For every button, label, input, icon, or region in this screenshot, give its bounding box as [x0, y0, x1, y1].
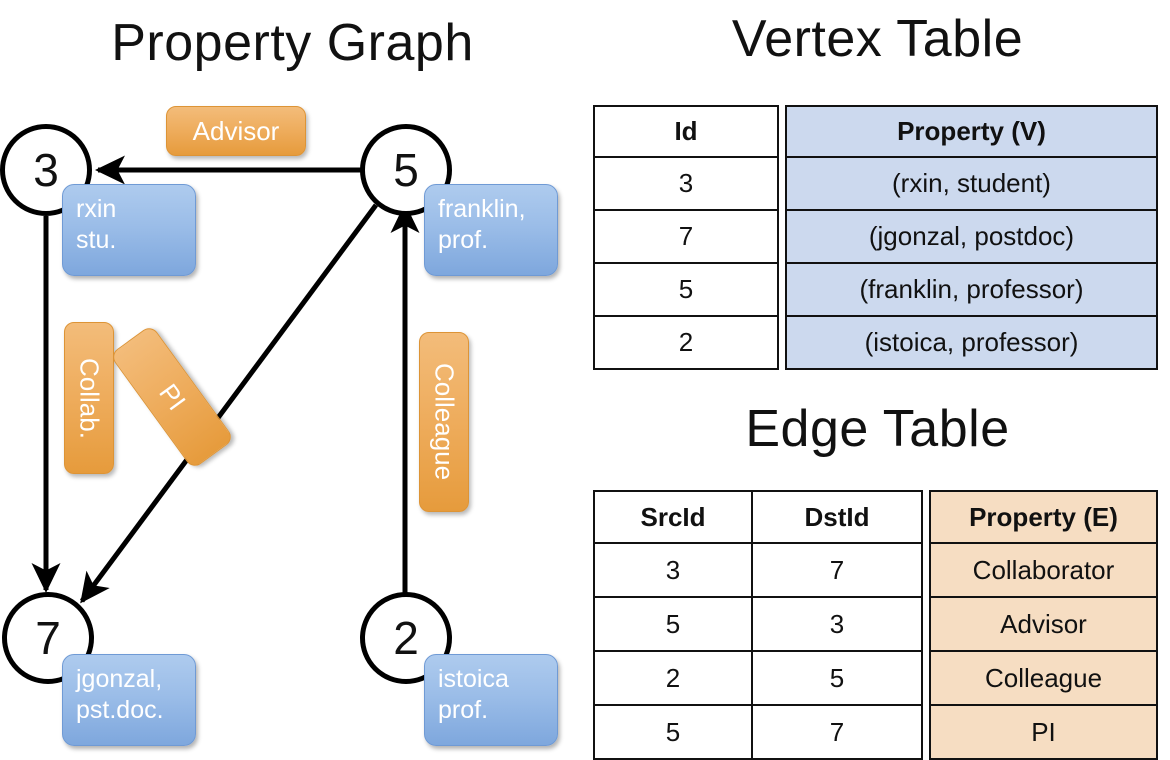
page-title-edge-table: Edge Table	[745, 400, 1010, 458]
edge-table-header-property: Property (E)	[929, 490, 1158, 544]
page-title-vertex-table: Vertex Table	[731, 10, 1024, 68]
table-row: 7	[751, 706, 923, 760]
table-row: PI	[929, 706, 1158, 760]
edge-table-header-dstid: DstId	[751, 490, 923, 544]
table-row: (jgonzal, postdoc)	[785, 211, 1158, 264]
vertex-property-box-jgonzal[interactable]: jgonzal, pst.doc.	[62, 654, 196, 746]
vertex-property-box-istoica[interactable]: istoica prof.	[424, 654, 558, 746]
edge-label-advisor-text: Advisor	[192, 115, 280, 146]
vertex-property-jgonzal-line2: pst.doc.	[76, 696, 164, 724]
graph-edges-svg	[31, 155, 420, 604]
table-row: 3	[751, 598, 923, 652]
table-row: 5	[751, 652, 923, 706]
edge-table-header-srcid: SrcId	[593, 490, 753, 544]
edge-label-collab-text: Collab.	[74, 357, 105, 439]
edge-label-collab[interactable]: Collab.	[64, 322, 114, 474]
table-row: (istoica, professor)	[785, 317, 1158, 370]
vertex-property-box-franklin[interactable]: franklin, prof.	[424, 184, 558, 276]
edge-table-col-property: Property (E) Collaborator Advisor Collea…	[929, 490, 1158, 760]
table-row: 5	[593, 598, 753, 652]
vertex-property-franklin-line2: prof.	[438, 226, 489, 254]
table-row: 7	[751, 544, 923, 598]
table-row: 7	[593, 211, 779, 264]
graph-node-3-label: 3	[33, 144, 59, 196]
table-row: 5	[593, 706, 753, 760]
graph-node-5[interactable]: 5	[360, 124, 452, 216]
edge-table: SrcId 3 5 2 5 DstId 7 3 5 7 Property (E)…	[593, 490, 1158, 760]
edge-table-col-dstid: DstId 7 3 5 7	[751, 490, 923, 760]
table-row: 2	[593, 317, 779, 370]
vertex-property-istoica-line1: istoica	[438, 665, 509, 693]
table-row: 5	[593, 264, 779, 317]
vertex-property-istoica-line2: prof.	[438, 696, 489, 724]
table-row: Advisor	[929, 598, 1158, 652]
vertex-property-franklin-line1: franklin,	[438, 195, 526, 223]
table-row: (franklin, professor)	[785, 264, 1158, 317]
vertex-table-col-property: Property (V) (rxin, student) (jgonzal, p…	[785, 105, 1158, 370]
table-row: Collaborator	[929, 544, 1158, 598]
vertex-table-header-property: Property (V)	[785, 105, 1158, 158]
table-row: Colleague	[929, 652, 1158, 706]
table-row: (rxin, student)	[785, 158, 1158, 211]
page-title-property-graph: Property Graph	[111, 14, 474, 72]
table-row: 2	[593, 652, 753, 706]
graph-node-7-label: 7	[35, 612, 61, 664]
vertex-table-header-id: Id	[593, 105, 779, 158]
vertex-property-rxin-line2: stu.	[76, 226, 117, 254]
graph-node-5-label: 5	[393, 144, 419, 196]
graph-node-2-label: 2	[393, 612, 419, 664]
edge-label-colleague-text: Colleague	[429, 363, 460, 481]
edge-label-advisor[interactable]: Advisor	[166, 106, 306, 156]
table-row: 3	[593, 158, 779, 211]
edge-table-col-srcid: SrcId 3 5 2 5	[593, 490, 753, 760]
vertex-property-jgonzal-line1: jgonzal,	[76, 665, 163, 693]
vertex-property-box-rxin[interactable]: rxin stu.	[62, 184, 196, 276]
property-graph-diagram: 3 5 7 2 rxin stu. franklin, prof. jgonza…	[0, 78, 585, 760]
edge-label-colleague[interactable]: Colleague	[419, 332, 469, 512]
graph-node-3[interactable]: 3	[0, 124, 92, 216]
vertex-property-rxin-line1: rxin	[76, 195, 117, 223]
table-row: 3	[593, 544, 753, 598]
vertex-table: Id 3 7 5 2 Property (V) (rxin, student) …	[593, 105, 1158, 370]
edge-label-pi-text: PI	[153, 377, 192, 416]
vertex-table-col-id: Id 3 7 5 2	[593, 105, 779, 370]
edge-5-to-7	[79, 203, 379, 604]
